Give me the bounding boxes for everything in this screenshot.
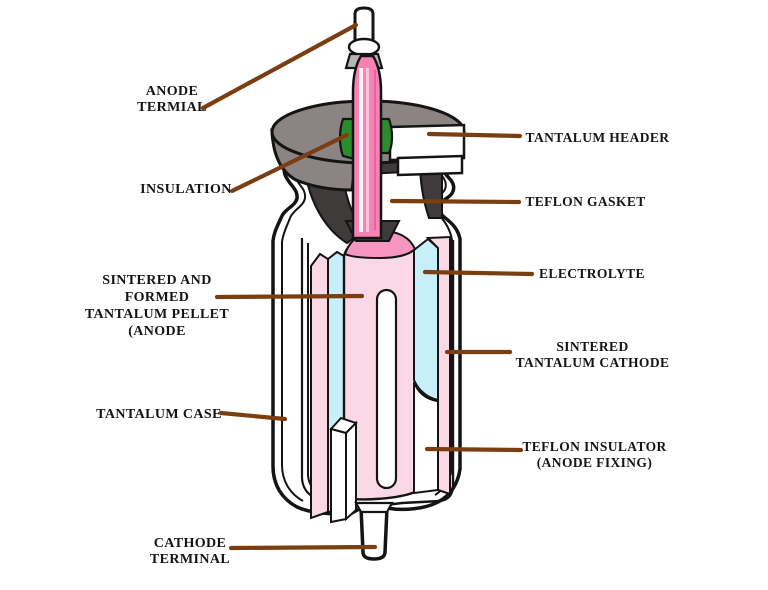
leader-teflon-insulator	[424, 446, 524, 453]
label-pellet-line2: FORMED	[124, 290, 190, 305]
label-pellet-line1: SINTERED AND	[102, 273, 212, 288]
label-pellet-line4: (ANODE	[128, 324, 186, 339]
label-insulation: INSULATION	[126, 182, 246, 198]
label-teflon-insulator-line2: (ANODE FIXING)	[536, 454, 653, 470]
label-electrolyte: ELECTROLYTE	[512, 266, 672, 282]
rod-stripe-white	[359, 68, 363, 232]
label-teflon-gasket: TEFLON GASKET	[508, 194, 663, 210]
leader-gasket	[389, 198, 522, 205]
cathode-strip-left	[310, 252, 329, 520]
pellet-slot-highlight	[375, 288, 398, 490]
label-cathode-terminal: CATHODE TERMINAL	[110, 536, 270, 567]
label-sintered-cathode-line1: SINTERED	[556, 339, 629, 354]
leader-lines	[200, 22, 535, 551]
leader-case	[218, 410, 288, 422]
label-cathode-terminal-line1: CATHODE	[153, 536, 227, 551]
label-teflon-insulator-line1: TEFLON INSULATOR	[522, 439, 667, 454]
leader-anode-terminal	[200, 22, 359, 111]
label-teflon-gasket-line1: TEFLON GASKET	[525, 194, 646, 209]
stem-collar	[354, 501, 394, 514]
label-sintered-cathode: SINTERED TANTALUM CATHODE	[500, 339, 685, 370]
label-electrolyte-line1: ELECTROLYTE	[539, 266, 645, 281]
label-tantalum-case-line1: TANTALUM CASE	[96, 407, 222, 422]
leader-header	[426, 131, 523, 139]
rod-stripe-light	[366, 68, 369, 232]
label-tantalum-case: TANTALUM CASE	[79, 407, 239, 423]
label-insulation-line1: INSULATION	[140, 182, 232, 197]
cathode-strip-right	[425, 235, 451, 496]
label-pellet: SINTERED AND FORMED TANTALUM PELLET (ANO…	[72, 272, 242, 340]
inner-can-right-line	[385, 240, 455, 507]
leader-insulation	[229, 132, 350, 194]
label-anode-terminal: ANODE TERMIAL	[112, 84, 232, 115]
label-anode-terminal-line2: TERMIAL	[137, 99, 207, 115]
leader-electrolyte	[422, 269, 535, 277]
label-tantalum-header: TANTALUM HEADER	[515, 130, 680, 146]
label-anode-terminal-line1: ANODE	[145, 84, 199, 99]
label-cathode-terminal-line2: TERMINAL	[149, 551, 231, 567]
teflon-pedestal-front	[330, 427, 347, 524]
label-tantalum-header-line1: TANTALUM HEADER	[525, 130, 670, 145]
leader-cathode-terminal	[228, 544, 378, 551]
label-sintered-cathode-line2: TANTALUM CATHODE	[515, 354, 670, 370]
anode-terminal-pin	[353, 6, 375, 44]
leader-pellet	[214, 293, 365, 300]
electrolyte-right	[413, 237, 439, 402]
terminal-collar	[347, 37, 381, 57]
header-cut-face	[388, 123, 466, 162]
header-flange	[396, 154, 464, 177]
label-teflon-insulator: TEFLON INSULATOR (ANODE FIXING)	[502, 439, 687, 470]
teflon-pedestal-side	[345, 420, 357, 522]
label-pellet-line3: TANTALUM PELLET	[84, 307, 230, 322]
